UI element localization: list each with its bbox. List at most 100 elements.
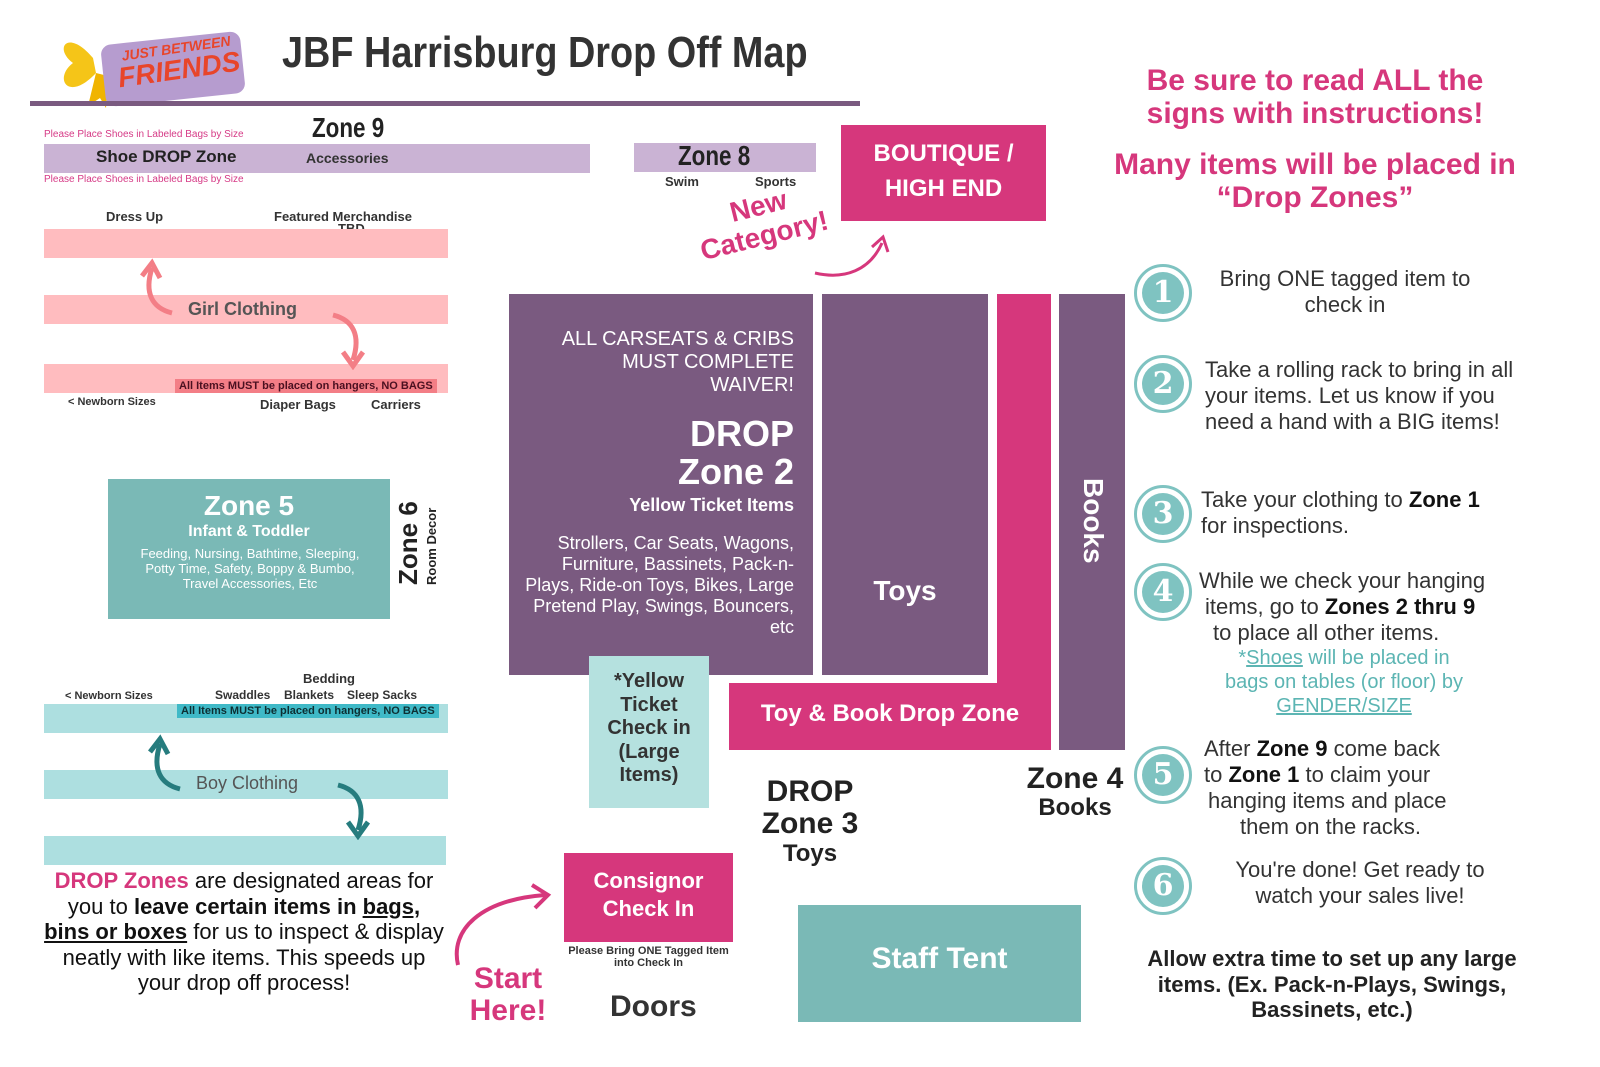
shoe-note-top: Please Place Shoes in Labeled Bags by Si… [44,129,244,140]
zone9-bar [44,144,590,173]
staff-tent-box [798,905,1081,1022]
swaddles-label: Swaddles [215,688,271,702]
toys-box [822,294,988,675]
headline-2: Many items will be placed in “Drop Zones… [1114,148,1516,214]
start-line2: Here! [469,994,547,1027]
step-4-text-c: to place all other items. [1213,620,1440,645]
consignor-line2: Check In [602,896,695,921]
yellow-checkin-label: *Yellow Ticket Check in (Large Items) [607,670,691,786]
girl-clothing-label: Girl Clothing [188,299,297,319]
zone2-drop: DROP [689,413,794,454]
yellow-checkin-box [589,656,709,808]
boy-hangers-note: All Items MUST be placed on hangers, NO … [177,704,439,718]
boy-arrow-down-icon [337,782,371,840]
zone8-bar [634,143,816,172]
zone3-line3: Toys [782,840,838,867]
zone2-items: Strollers, Car Seats, Wagons, Furniture,… [525,533,794,637]
zone8-title: Zone 8 [678,140,751,171]
zone4-line1: Zone 4 [1026,762,1124,795]
step-4-text: While we check your hanging items, go to… [1199,568,1529,718]
zone2-box [509,294,813,675]
footer-note: Allow extra time to set up any large ite… [1147,946,1517,1022]
swim-label: Swim [665,174,699,189]
zone6-title: Zone 6 [393,501,423,585]
girl-bar-2 [44,295,448,324]
blankets-label: Blankets [284,688,335,702]
zone3-line2: Zone 3 [761,807,859,840]
drop-zones-note-2: are designated areas for you to [67,868,434,919]
step-5-zone1: Zone 1 [1228,762,1300,787]
featured-label: Featured Merchandise [274,209,412,224]
step-3-text-b: for inspections. [1201,513,1349,538]
step-5-text-f: them on the racks. [1240,814,1421,839]
boy-clothing-label: Boy Clothing [196,773,299,793]
carriers-label: Carriers [371,397,421,412]
girl-arrow-down-icon [332,312,366,370]
boutique-line2: HIGH END [884,175,1003,202]
drop-zones-note-1: DROP Zones [54,868,189,893]
step-3-text: Take your clothing to Zone 1 for inspect… [1201,487,1531,539]
sports-label: Sports [755,174,797,189]
girl-arrow-up-icon [140,258,173,316]
drop-zones-note-3: leave certain items in [133,893,363,919]
step-4-zones: Zones 2 thru 9 [1324,594,1476,619]
boutique-line1: BOUTIQUE / [873,140,1014,167]
zone2-title: Zone 2 [677,451,794,492]
step-6-text: You're done! Get ready to watch your sal… [1235,857,1485,908]
step-2-text: Take a rolling rack to bring in all your… [1205,357,1514,434]
boy-bar-2 [44,770,448,799]
step-6-badge: 6 [1134,857,1192,915]
staff-tent-label: Staff Tent [871,942,1008,975]
zone9-title: Zone 9 [312,112,385,143]
headline-1: Be sure to read ALL the signs with instr… [1146,64,1484,130]
consignor-note: Please Bring ONE Tagged Item into Check … [568,945,729,969]
zone5-desc: Feeding, Nursing, Bathtime, Sleeping, Po… [140,546,360,591]
page-title: JBF Harrisburg Drop Off Map [282,28,808,77]
shoes-link[interactable]: Shoes [1246,647,1303,669]
zone6-label: Zone 6 Room Decor [393,501,439,585]
girl-newborn-label: < Newborn Sizes [68,396,156,408]
step-2-badge: 2 [1134,355,1192,413]
toy-book-drop-zone [729,683,1051,750]
step-5-badge: 5 [1134,746,1192,804]
doors-label: Doors [610,990,697,1023]
step-5-text-a: After [1204,736,1257,761]
accessories-label: Accessories [306,150,389,166]
toy-book-drop-vertical [997,294,1051,750]
diaper-bags-label: Diaper Bags [260,397,336,412]
bedding-label: Bedding [303,671,355,686]
start-line1: Start [473,962,543,995]
sleep-sacks-label: Sleep Sacks [347,688,418,702]
consignor-box [564,853,733,942]
step-3-badge: 3 [1134,485,1192,543]
start-arrow-icon [454,883,552,966]
gender-size-link[interactable]: GENDER/SIZE [1276,695,1412,717]
boy-newborn-label: < Newborn Sizes [65,690,153,702]
new-category-arrow-icon [814,234,890,277]
zone4-line2: Books [1038,794,1112,821]
toy-book-drop-label: Toy & Book Drop Zone [760,700,1020,727]
books-label: Books [1078,478,1109,564]
step-4-badge: 4 [1134,563,1192,621]
step-5-text: After Zone 9 come back to Zone 1 to clai… [1204,736,1524,840]
zone2-yellow: Yellow Ticket Items [629,495,794,515]
boy-bar-3 [44,836,446,865]
boy-arrow-up-icon [148,734,181,792]
zone6-sub: Room Decor [424,507,439,585]
zone3-line1: DROP [766,775,854,808]
zone5-box [108,479,390,619]
step-3-zone: Zone 1 [1408,487,1480,512]
step-1-text: Bring ONE tagged item to check in [1219,266,1471,317]
step-4-shoe-a: * [1238,647,1247,669]
books-box [1059,294,1125,750]
title-underline [30,101,860,106]
boutique-box [841,125,1046,221]
step-5-zone9: Zone 9 [1256,736,1328,761]
step-4-shoe-c: bags on tables (or floor) by [1225,671,1463,693]
step-1-badge: 1 [1134,264,1192,322]
step-5-text-c: to [1204,762,1229,787]
drop-zones-note: DROP Zones are designated areas for you … [44,868,444,996]
step-5-text-d: to claim your [1299,762,1431,787]
step-3-text-a: Take your clothing to [1201,487,1409,512]
toys-label: Toys [873,575,937,606]
